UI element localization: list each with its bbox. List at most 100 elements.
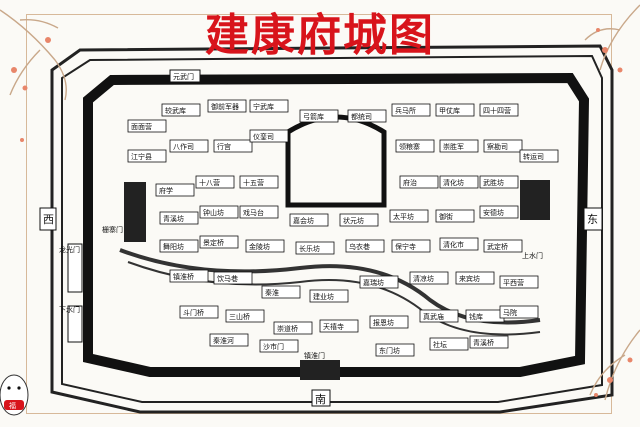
building-block (159, 239, 199, 253)
building-block (225, 309, 265, 323)
inner-moat (61, 54, 603, 403)
building-block (199, 205, 239, 219)
building-block (309, 289, 349, 303)
outer-moat (50, 44, 614, 414)
south-gate (300, 360, 340, 380)
building-block (419, 309, 459, 323)
place-label: 斗门桥 (183, 308, 204, 317)
building-block (439, 237, 479, 251)
place-label: 察勘司 (487, 142, 508, 151)
building-block (207, 99, 247, 113)
place-label: 景定桥 (203, 238, 224, 247)
place-label: 行宫 (217, 142, 231, 151)
place-label: 武胜坊 (483, 178, 504, 187)
building-block (479, 205, 519, 219)
place-label: 清化市 (443, 240, 464, 249)
east-gate-label: 上水门 (522, 251, 543, 260)
place-label: 清凉坊 (413, 274, 434, 283)
place-label: 崇胜军 (443, 142, 464, 151)
place-label: 府学 (159, 186, 173, 195)
building-block (199, 235, 239, 249)
place-label: 清化坊 (443, 178, 464, 187)
building-block (359, 275, 399, 289)
place-label: 嘉瑞坊 (363, 278, 384, 287)
building-block (289, 213, 329, 227)
building-block (519, 149, 559, 163)
building-block (389, 209, 429, 223)
place-label: 长乐坊 (299, 244, 320, 253)
building-block (499, 275, 539, 289)
place-label: 安德坊 (483, 208, 504, 217)
west-lower-sign (67, 243, 83, 293)
building-block (249, 129, 289, 143)
plum-branch-top-left (0, 9, 67, 101)
south-label: 南 (315, 393, 326, 406)
building-block (399, 175, 439, 189)
building-block (339, 213, 379, 227)
building-block (259, 339, 299, 353)
south-gate-label: 镇淮门 (304, 351, 325, 360)
place-label: 三山桥 (229, 312, 250, 321)
building-block (347, 109, 387, 123)
building-blocks (127, 99, 559, 357)
place-label: 乌衣巷 (349, 242, 370, 251)
place-label: 面面营 (131, 122, 152, 131)
building-block (395, 139, 435, 153)
southwest-sign (67, 305, 83, 343)
place-label: 嘉会坊 (293, 216, 314, 225)
place-label: 金陵坊 (249, 242, 270, 251)
building-block (239, 175, 279, 189)
place-labels: 面面营较武库御前军器宁武库弓箭库都统司兵马所甲仗库四十四营江宁县八作司行宫仪銮司… (131, 102, 544, 355)
place-label: 沙市门 (263, 342, 284, 351)
building-block (455, 271, 495, 285)
plum-branch-top-right (584, 4, 640, 71)
place-label: 钟山坊 (203, 208, 224, 217)
building-block (483, 239, 523, 253)
place-label: 宁武库 (253, 102, 274, 111)
building-block (273, 321, 313, 335)
building-block (161, 103, 201, 117)
building-block (209, 333, 249, 347)
building-block (369, 315, 409, 329)
place-label: 天禧寺 (323, 322, 344, 331)
building-block (169, 139, 209, 153)
lucky-cat-icon (0, 374, 29, 416)
building-block (155, 183, 195, 197)
building-block (469, 335, 509, 349)
place-label: 社坛 (433, 340, 447, 349)
place-label: 弓箭库 (303, 112, 324, 121)
place-label: 仪銮司 (253, 132, 274, 141)
building-block (345, 239, 385, 253)
place-label: 镇淮桥 (173, 272, 194, 281)
place-label: 保宁寺 (395, 242, 416, 251)
building-block (295, 241, 335, 255)
building-block (429, 337, 469, 351)
place-label: 十八营 (199, 178, 220, 187)
place-label: 舞阳坊 (163, 242, 184, 251)
place-label: 报恩坊 (373, 318, 394, 327)
place-label: 真武庙 (423, 312, 444, 321)
building-block (213, 271, 253, 285)
building-block (409, 271, 449, 285)
place-label: 马院 (503, 308, 517, 317)
place-label: 江宁县 (131, 152, 152, 161)
place-label: 青溪坊 (163, 214, 184, 223)
place-label: 御街 (439, 212, 453, 221)
building-block (261, 285, 301, 299)
building-block (179, 305, 219, 319)
place-label: 戏马台 (243, 208, 264, 217)
place-label: 四十四营 (483, 106, 511, 115)
building-block (435, 209, 475, 223)
map-title: 建康府城图 (205, 10, 435, 61)
building-block (483, 139, 523, 153)
place-label: 来宾坊 (459, 274, 480, 283)
place-label: 东门坊 (379, 346, 400, 355)
place-label: 平西营 (503, 278, 524, 287)
place-label: 府治 (403, 178, 417, 187)
city-wall (83, 72, 590, 377)
building-block (127, 119, 167, 133)
place-label: 建业坊 (313, 292, 334, 301)
east-sign (583, 207, 603, 231)
building-block (249, 99, 289, 113)
